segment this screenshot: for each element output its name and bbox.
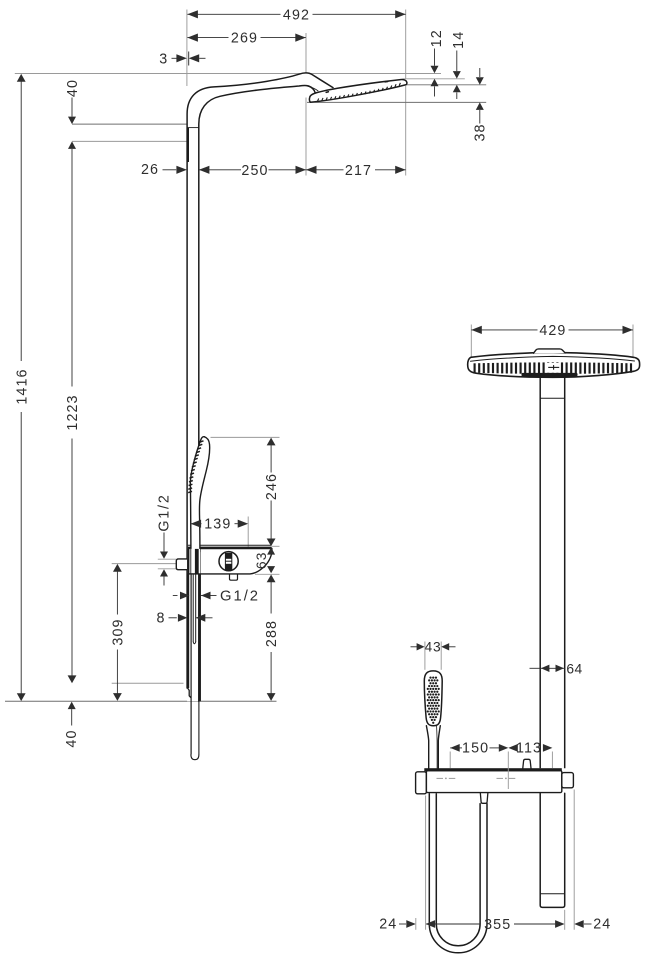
svg-text:43: 43	[425, 640, 442, 655]
svg-text:24: 24	[593, 917, 611, 933]
svg-text:24: 24	[379, 917, 397, 933]
svg-text:113: 113	[516, 741, 542, 757]
svg-text:309: 309	[110, 618, 126, 645]
svg-text:26: 26	[141, 162, 159, 178]
svg-text:63: 63	[254, 552, 269, 570]
svg-text:G1/2: G1/2	[157, 493, 173, 531]
svg-text:64: 64	[566, 662, 582, 677]
svg-text:3: 3	[159, 51, 168, 67]
svg-text:355: 355	[484, 917, 511, 933]
svg-text:246: 246	[264, 473, 280, 500]
svg-text:38: 38	[472, 123, 488, 141]
svg-text:492: 492	[283, 7, 310, 23]
svg-text:12: 12	[429, 29, 445, 47]
svg-text:217: 217	[345, 163, 372, 179]
svg-text:40: 40	[64, 729, 80, 747]
svg-text:14: 14	[451, 31, 467, 49]
svg-text:269: 269	[231, 31, 258, 47]
svg-text:1223: 1223	[65, 394, 81, 430]
svg-text:40: 40	[65, 79, 81, 97]
svg-text:139: 139	[204, 516, 231, 532]
svg-text:150: 150	[462, 741, 489, 757]
svg-text:429: 429	[539, 323, 566, 339]
svg-text:288: 288	[264, 620, 280, 647]
svg-text:G1/2: G1/2	[220, 588, 260, 604]
svg-text:8: 8	[156, 610, 165, 626]
svg-text:250: 250	[241, 163, 268, 179]
svg-text:1416: 1416	[14, 368, 30, 404]
